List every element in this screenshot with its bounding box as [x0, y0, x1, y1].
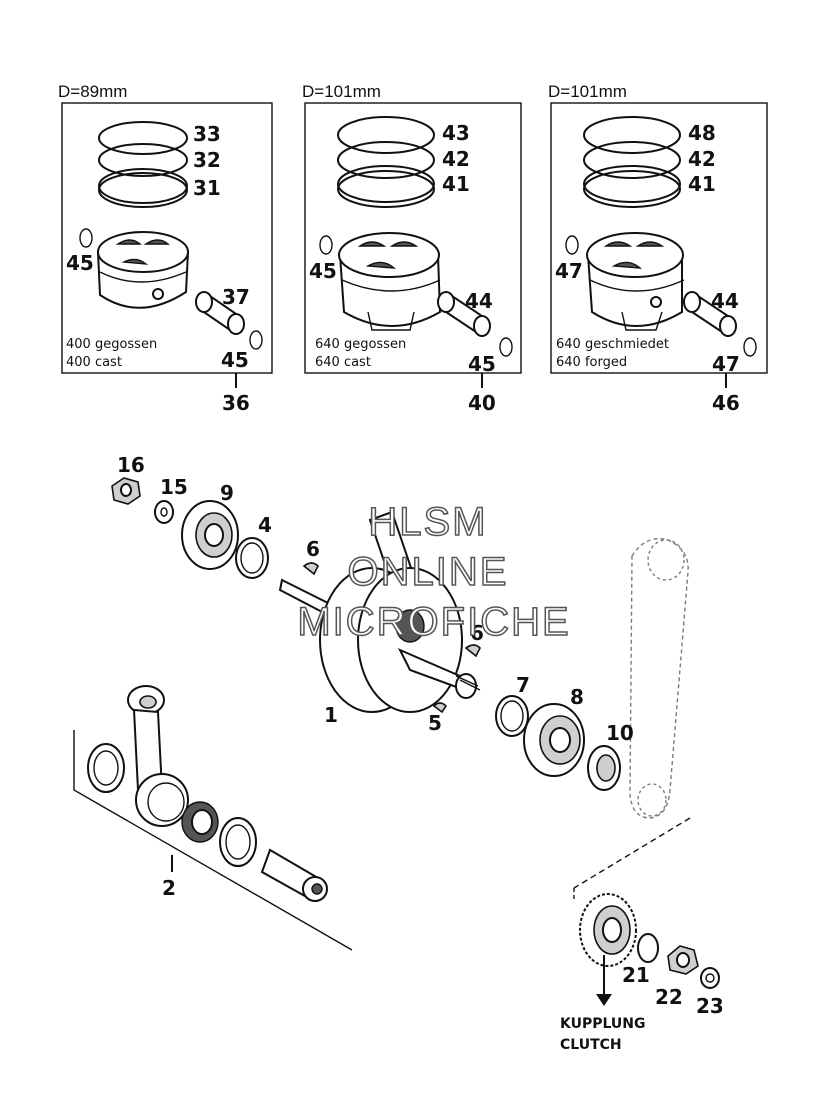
label-circlip-right: 45 [468, 352, 496, 376]
label-ring-mid: 42 [442, 147, 470, 171]
label-circlip-left: 45 [66, 251, 94, 275]
label-5: 5 [428, 711, 442, 735]
panel-2-rings [337, 116, 435, 208]
label-8: 8 [570, 685, 584, 709]
key-6b [464, 644, 481, 658]
panel-1-caption-de: 400 gegossen [66, 337, 157, 352]
panel-3-circlip-right [743, 337, 757, 357]
label-circlip-left: 47 [555, 259, 583, 283]
key-5 [432, 702, 448, 714]
label-16: 16 [117, 453, 145, 477]
panel-3-rings [583, 116, 681, 208]
bearing-9 [181, 500, 239, 570]
panel-1-diameter: D=89mm [58, 82, 127, 101]
label-piston-pin: 44 [465, 289, 493, 313]
label-piston-assembly-3: 46 [712, 391, 740, 415]
label-circlip-right: 47 [712, 352, 740, 376]
label-ring-top: 33 [193, 122, 221, 146]
clutch-label-en: CLUTCH [560, 1037, 622, 1053]
watermark-line-2: ONLINE [348, 550, 509, 594]
label-ring-oil: 41 [442, 172, 470, 196]
conrod-kit-2: 2 [73, 685, 353, 951]
label-4: 4 [258, 513, 272, 537]
label-1: 1 [324, 703, 338, 727]
panel-1-circlip-left [79, 228, 93, 248]
panel-1-circlip-right [249, 330, 263, 350]
panel-1-frame [61, 102, 273, 374]
label-piston-pin: 44 [711, 289, 739, 313]
panel-1-rings [98, 121, 188, 208]
bearing-8 [523, 703, 585, 777]
panel-2-caption-de: 640 gegossen [315, 337, 406, 352]
piston-panel-2: D=101mm 43 42 41 45 44 45 640 gegossen [302, 82, 522, 415]
nut-16 [111, 477, 141, 505]
label-21: 21 [622, 963, 650, 987]
panel-1-piston [96, 231, 190, 309]
circlip-21 [637, 933, 659, 963]
conrod-2 [127, 685, 189, 827]
label-piston-pin: 37 [222, 285, 250, 309]
panel-2-caption-en: 640 cast [315, 355, 371, 370]
label-7: 7 [516, 673, 530, 697]
label-10: 10 [606, 721, 634, 745]
crankshaft-assembly: 16 15 9 4 6 1 6 [111, 453, 691, 889]
label-ring-mid: 32 [193, 148, 221, 172]
label-circlip-right: 45 [221, 348, 249, 372]
panel-3-caption-de: 640 geschmiedet [556, 337, 669, 352]
crankshaft-1 [278, 510, 481, 713]
label-piston-assembly-2: 40 [468, 391, 496, 415]
panel-3-diameter: D=101mm [548, 82, 627, 101]
label-6b: 6 [470, 621, 484, 645]
panel-2-piston [338, 232, 442, 331]
needle-bearing [181, 801, 219, 843]
washer-23 [700, 967, 720, 989]
gear-cog [579, 893, 637, 967]
primary-gear-assembly: 21 22 23 KUPPLUNG CLUTCH [560, 888, 724, 1053]
watermark-line-1: HLSM [368, 500, 487, 544]
label-6a: 6 [306, 537, 320, 561]
panel-1-piston-pin [195, 291, 245, 335]
label-ring-oil: 41 [688, 172, 716, 196]
panel-2-frame [304, 102, 522, 374]
label-piston-assembly-1: 36 [222, 391, 250, 415]
ghost-conrod [629, 538, 689, 819]
clutch-label-de: KUPPLUNG [560, 1016, 646, 1032]
panel-3-circlip-left [565, 235, 579, 255]
watermark: HLSM ONLINE MICROFICHE [297, 499, 570, 645]
label-circlip-left: 45 [309, 259, 337, 283]
panel-3-frame [550, 102, 768, 374]
panel-3-piston-pin [683, 291, 737, 337]
label-22: 22 [655, 985, 683, 1009]
panel-2-diameter: D=101mm [302, 82, 381, 101]
label-9: 9 [220, 481, 234, 505]
label-2: 2 [162, 876, 176, 900]
crank-pin [260, 848, 328, 902]
panel-3-piston [586, 232, 685, 331]
washer-15 [154, 500, 174, 524]
panel-3-caption-en: 640 forged [556, 355, 627, 370]
watermark-line-3: MICROFICHE [297, 600, 570, 644]
key-6a [302, 562, 319, 576]
piston-panel-3: D=101mm 48 42 41 47 44 47 640 geschm [548, 82, 768, 415]
label-ring-oil: 31 [193, 176, 221, 200]
label-ring-top: 43 [442, 121, 470, 145]
piston-panel-1: D=89mm 33 32 31 45 37 45 400 gegossen 4 [58, 82, 273, 415]
panel-2-circlip-left [319, 235, 333, 255]
label-ring-top: 48 [688, 121, 716, 145]
panel-1-caption-en: 400 cast [66, 355, 122, 370]
panel-2-piston-pin [437, 291, 491, 337]
nut-22 [667, 945, 699, 975]
panel-2-circlip-right [499, 337, 513, 357]
label-ring-mid: 42 [688, 147, 716, 171]
label-23: 23 [696, 994, 724, 1018]
label-15: 15 [160, 475, 188, 499]
arrow-down-icon [596, 994, 612, 1006]
